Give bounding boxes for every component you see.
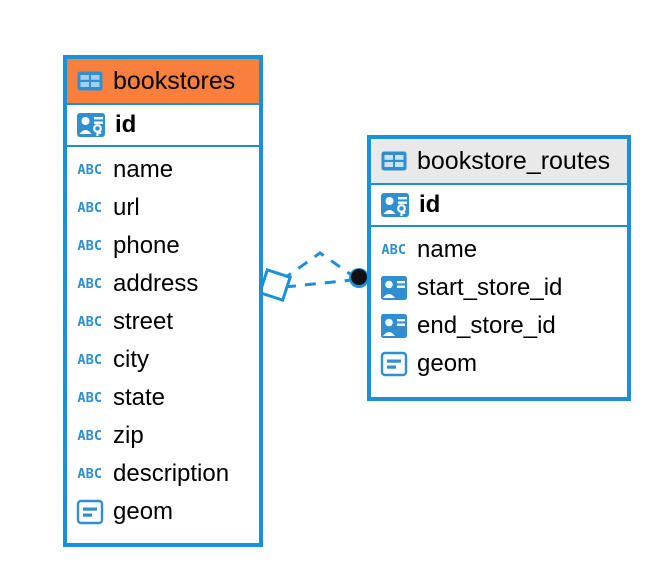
entity-bookstore-routes[interactable]: bookstore_routes id bbox=[367, 135, 631, 401]
text-type-icon: ABC bbox=[77, 162, 103, 178]
field-row[interactable]: ABC url bbox=[67, 189, 259, 227]
text-type-icon: ABC bbox=[77, 390, 103, 406]
text-type-icon: ABC bbox=[77, 200, 103, 216]
field-label: name bbox=[417, 236, 478, 263]
field-row[interactable]: ABC name bbox=[67, 151, 259, 189]
table-icon bbox=[76, 67, 104, 95]
entity-title: bookstore_routes bbox=[417, 146, 611, 175]
field-label: geom bbox=[113, 498, 174, 525]
diamond-marker bbox=[257, 267, 293, 303]
field-row[interactable]: ABC city bbox=[67, 341, 259, 379]
text-type-icon: ABC bbox=[77, 428, 103, 444]
field-label: geom bbox=[417, 350, 478, 377]
primary-key-label: id bbox=[419, 191, 441, 218]
relationship-line-upper bbox=[281, 251, 354, 282]
field-label: address bbox=[113, 270, 199, 297]
geometry-type-icon bbox=[76, 499, 104, 525]
field-row[interactable]: ABC phone bbox=[67, 227, 259, 265]
field-row[interactable]: ABC name bbox=[371, 231, 627, 269]
entity-header-bookstore-routes[interactable]: bookstore_routes bbox=[371, 139, 627, 183]
field-row[interactable]: ABC zip bbox=[67, 417, 259, 455]
primary-key-icon bbox=[76, 111, 106, 139]
field-label: url bbox=[113, 194, 140, 221]
field-row[interactable]: ABC street bbox=[67, 303, 259, 341]
field-label: city bbox=[113, 346, 149, 373]
entity-bookstores[interactable]: bookstores id ABC bbox=[63, 55, 263, 547]
field-list-bookstores: ABC name ABC url ABC phone AB bbox=[67, 147, 259, 537]
field-row[interactable]: ABC address bbox=[67, 265, 259, 303]
text-type-icon: ABC bbox=[381, 242, 407, 258]
entity-header-bookstores[interactable]: bookstores bbox=[67, 59, 259, 103]
field-label: state bbox=[113, 384, 166, 411]
text-type-icon: ABC bbox=[77, 314, 103, 330]
primary-key-label: id bbox=[115, 111, 137, 138]
field-label: phone bbox=[113, 232, 180, 259]
primary-key-row[interactable]: id bbox=[67, 103, 259, 147]
field-label: description bbox=[113, 460, 230, 487]
text-type-icon: ABC bbox=[77, 352, 103, 368]
table-icon bbox=[380, 147, 408, 175]
relationship-line-lower bbox=[284, 278, 353, 289]
primary-key-icon bbox=[380, 191, 410, 219]
field-row[interactable]: geom bbox=[371, 345, 627, 383]
field-label: street bbox=[113, 308, 174, 335]
field-label: zip bbox=[113, 422, 144, 449]
field-label: start_store_id bbox=[417, 274, 563, 301]
field-row[interactable]: ABC description bbox=[67, 455, 259, 493]
entity-title: bookstores bbox=[113, 66, 236, 95]
foreign-key-icon bbox=[380, 275, 408, 301]
text-type-icon: ABC bbox=[77, 466, 103, 482]
field-list-bookstore-routes: ABC name start_store_id bbox=[371, 227, 627, 389]
foreign-key-icon bbox=[380, 313, 408, 339]
field-label: name bbox=[113, 156, 174, 183]
field-row[interactable]: geom bbox=[67, 493, 259, 531]
primary-key-row[interactable]: id bbox=[371, 183, 627, 227]
text-type-icon: ABC bbox=[77, 276, 103, 292]
field-row[interactable]: start_store_id bbox=[371, 269, 627, 307]
circle-marker bbox=[349, 268, 369, 288]
geometry-type-icon bbox=[380, 351, 408, 377]
text-type-icon: ABC bbox=[77, 238, 103, 254]
field-row[interactable]: ABC state bbox=[67, 379, 259, 417]
field-row[interactable]: end_store_id bbox=[371, 307, 627, 345]
field-label: end_store_id bbox=[417, 312, 556, 339]
